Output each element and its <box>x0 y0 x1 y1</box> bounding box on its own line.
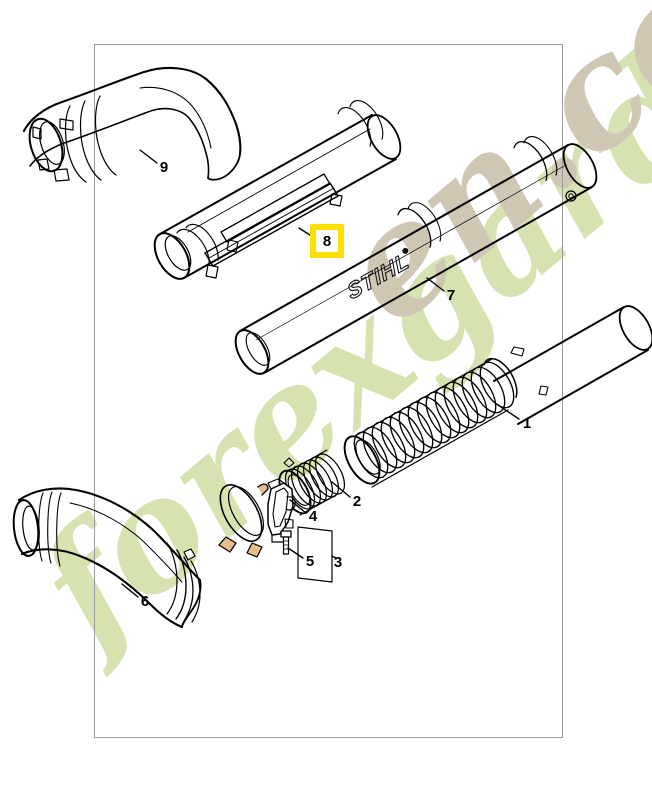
leader-line-3 <box>331 555 337 559</box>
callout-number-3: 3 <box>334 554 342 571</box>
callout-number-5: 5 <box>306 553 314 570</box>
leader-line-7 <box>426 277 445 292</box>
highlight-part-number: 8 <box>323 233 331 250</box>
selected-part-highlight[interactable]: 8 <box>310 224 344 258</box>
highlight-box[interactable] <box>310 224 344 258</box>
diagram-border <box>94 44 563 738</box>
part-5-hex-bolt-screw[interactable] <box>280 530 292 555</box>
leader-line-5 <box>287 547 304 559</box>
callout-number-9: 9 <box>160 159 168 176</box>
callout-numbers: 1 2 3 4 5 6 7 9 <box>141 159 531 610</box>
leader-line-2 <box>331 481 351 498</box>
part-8-nozzle-tube-with-slots[interactable] <box>148 95 408 285</box>
part-6-elbow-blower-tube[interactable] <box>11 487 202 629</box>
callout-leaders <box>121 149 520 598</box>
registered-mark-icon <box>402 247 409 254</box>
leader-line-9 <box>139 149 158 164</box>
part-2-hose-coupling-ring[interactable] <box>273 449 350 518</box>
leader-line-6 <box>121 583 139 598</box>
part-3-band-clamp-loop[interactable] <box>212 478 271 558</box>
callout-number-4: 4 <box>309 508 318 525</box>
callout-number-1: 1 <box>523 415 531 432</box>
leader-line-4 <box>289 499 307 514</box>
part-1-flexible-corrugated-hose[interactable] <box>337 301 652 490</box>
part-7-straight-blower-tube[interactable] <box>229 131 603 379</box>
callout-number-6: 6 <box>141 593 149 610</box>
callout-number-2: 2 <box>353 493 361 510</box>
part-4-clamp-lever-latch[interactable] <box>267 478 296 543</box>
part-9-curved-intake-tube[interactable] <box>22 66 242 183</box>
callout-number-7: 7 <box>447 287 455 304</box>
leader-line-1 <box>497 404 520 420</box>
part-3-group-bracket <box>297 526 333 583</box>
